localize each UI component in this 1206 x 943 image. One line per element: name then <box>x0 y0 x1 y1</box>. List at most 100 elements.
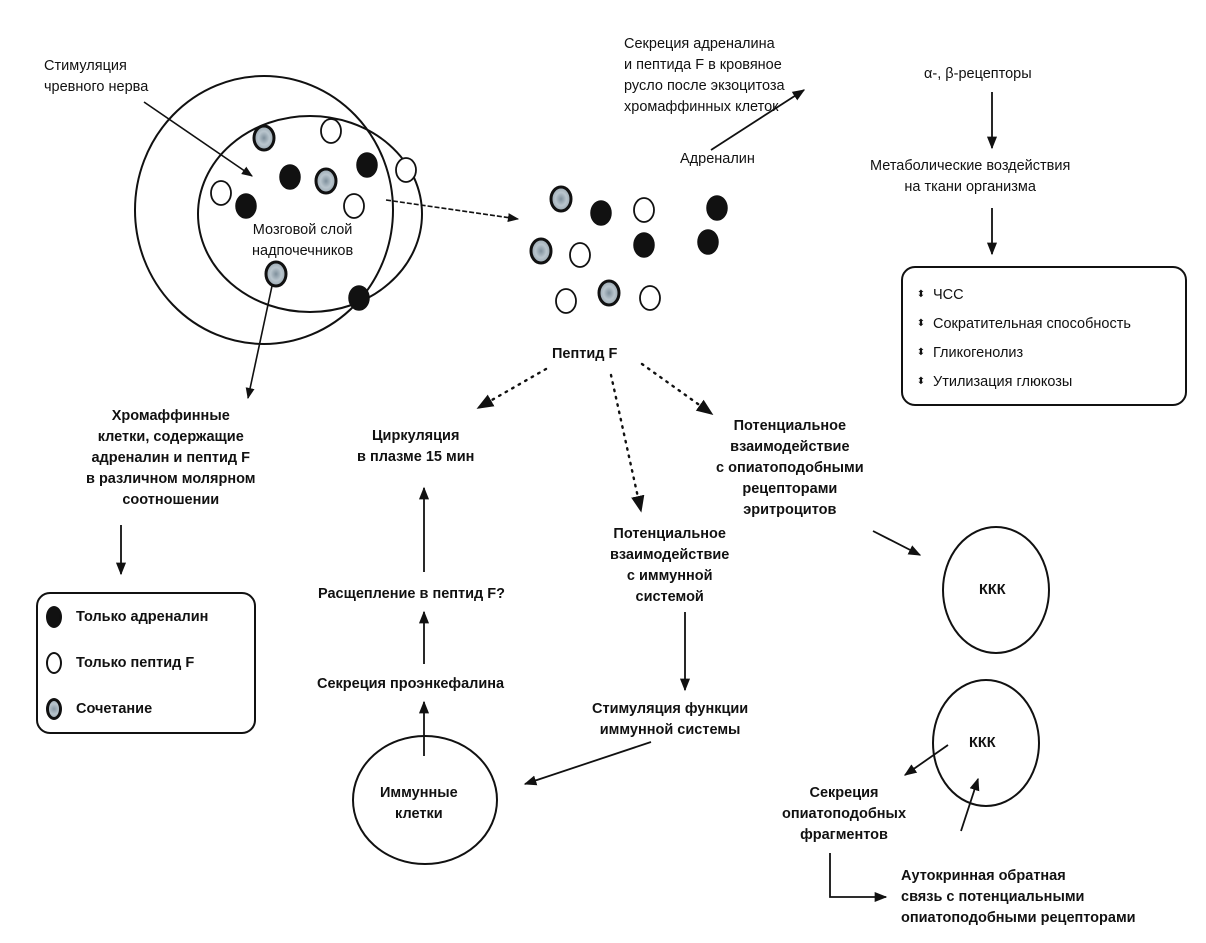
effect-item-contractility: ⬍ Сократительная способность <box>915 309 1185 338</box>
text-line: взаимодействие <box>610 547 730 563</box>
peptide-cell-icon <box>320 118 342 144</box>
arrow-peptide-to-circulation <box>476 367 548 410</box>
arrow-peptide-to-erythrocyte <box>640 362 714 416</box>
adrenaline-cell-icon <box>706 195 728 221</box>
peptide-cell-icon <box>395 157 417 183</box>
arrow-erythrocyte-to-kkk <box>872 530 922 556</box>
effects-list: ⬍ ЧСС ⬍ Сократительная способность ⬍ Гли… <box>903 268 1185 396</box>
text-line: надпочечников <box>252 243 354 259</box>
effect-item-heart-rate: ⬍ ЧСС <box>915 280 1185 309</box>
text-line: на ткани организма <box>904 179 1036 195</box>
peptide-cell-icon <box>210 180 232 206</box>
arrow-kkk-to-opiate-fragments <box>903 744 949 776</box>
text-line: связь с потенциальными <box>901 889 1085 905</box>
adrenaline-cell-icon <box>235 193 257 219</box>
peptide-cell-icon <box>633 197 655 223</box>
label-immune-interaction: Потенциальное взаимодействие с иммунной … <box>610 524 729 608</box>
updown-arrow-icon: ⬍ <box>916 318 926 329</box>
combined-cell-icon <box>549 185 573 213</box>
arrow-feedback-to-kkk <box>960 777 980 832</box>
text-line: в различном молярном <box>86 471 256 487</box>
legend-label: Сочетание <box>76 701 153 717</box>
text-line: и пептида F в кровяное <box>624 57 782 73</box>
peptide-cell-icon <box>555 288 577 314</box>
text-line: с опиатоподобными <box>716 460 864 476</box>
text-line: эритроцитов <box>743 502 837 518</box>
effect-label: Сократительная способность <box>933 315 1131 332</box>
text-line: опиатоподобных <box>782 806 907 822</box>
adrenaline-cell-icon <box>590 200 612 226</box>
text-line: взаимодействие <box>730 439 850 455</box>
adrenal-outer-circle <box>134 75 394 345</box>
text-line: русло после экзоцитоза <box>624 78 785 94</box>
effect-label: ЧСС <box>933 286 964 303</box>
text-line: чревного нерва <box>44 79 149 95</box>
label-immune-cells: Иммунные клетки <box>380 783 458 825</box>
label-cleavage: Расщепление в пептид F? <box>318 586 505 602</box>
adrenaline-cell-icon <box>348 285 370 311</box>
arrow-nerve-to-medulla <box>143 101 253 177</box>
legend-label: Только адреналин <box>76 609 209 625</box>
white-cell-icon <box>46 652 62 674</box>
adrenaline-cell-icon <box>633 232 655 258</box>
combined-cell-icon <box>529 237 553 265</box>
text-line: Секреция адреналина <box>624 36 775 52</box>
effects-box: ⬍ ЧСС ⬍ Сократительная способность ⬍ Гли… <box>901 266 1187 406</box>
label-autocrine-feedback: Аутокринная обратная связь с потенциальн… <box>901 866 1136 929</box>
immune-cells-circle <box>352 735 498 865</box>
legend-label: Только пептид F <box>76 655 195 671</box>
label-metabolic-effects: Метаболические воздействия на ткани орга… <box>870 156 1070 198</box>
label-adrenal-medulla: Мозговой слой надпочечников <box>252 220 353 262</box>
text-line: адреналин и пептид F <box>91 450 251 466</box>
updown-arrow-icon: ⬍ <box>916 289 926 300</box>
text-line: хромаффинных клеток <box>624 99 779 115</box>
legend-list: Только адреналин Только пептид F Сочетан… <box>38 594 254 732</box>
kkk-circle-1 <box>942 526 1050 654</box>
effect-label: Утилизация глюкозы <box>933 373 1073 390</box>
arrow-adrenaline-to-receptors <box>710 89 806 151</box>
peptide-cell-icon <box>639 285 661 311</box>
label-circulation: Циркуляция в плазме 15 мин <box>357 426 474 468</box>
arrow-stimulation-to-immune-cells <box>523 741 652 786</box>
arrow-medulla-to-chromaffin <box>245 285 273 400</box>
text-line: Потенциальное <box>733 418 847 434</box>
label-proenkephalin-secretion: Секреция проэнкефалина <box>317 676 505 692</box>
text-line: Хромаффинные <box>111 408 230 424</box>
text-line: Стимуляция <box>44 58 127 74</box>
label-secretion-note: Секреция адреналина и пептида F в кровян… <box>624 34 785 118</box>
text-line: фрагментов <box>800 827 888 843</box>
adrenaline-cell-icon <box>356 152 378 178</box>
label-erythrocyte-interaction: Потенциальное взаимодействие с опиатопод… <box>716 416 864 521</box>
text-line: иммунной системы <box>599 722 741 738</box>
text-line: опиатоподобными рецепторами <box>901 910 1136 926</box>
text-line: с иммунной <box>626 568 713 584</box>
label-chromaffin-cells: Хромаффинные клетки, содержащие адренали… <box>86 406 256 511</box>
text-line: Мозговой слой <box>252 222 353 238</box>
peptide-cell-icon <box>569 242 591 268</box>
gray-cell-icon <box>46 698 62 720</box>
label-kkk-2: ККК <box>969 735 996 751</box>
combined-cell-icon <box>597 279 621 307</box>
text-line: в плазме 15 мин <box>357 449 475 465</box>
arrow-peptide-to-immune-interaction <box>609 373 645 513</box>
text-line: соотношении <box>122 492 220 508</box>
label-kkk-1: ККК <box>979 582 1006 598</box>
text-line: Секреция <box>809 785 879 801</box>
adrenaline-cell-icon <box>279 164 301 190</box>
label-peptide-f: Пептид F <box>552 346 618 362</box>
text-line: клетки, содержащие <box>97 429 244 445</box>
adrenal-inner-circle <box>197 115 423 313</box>
peptide-cell-icon <box>343 193 365 219</box>
arrow-fragments-to-autocrine <box>829 853 888 903</box>
label-immune-stimulation: Стимуляция функции иммунной системы <box>592 699 748 741</box>
updown-arrow-icon: ⬍ <box>916 347 926 358</box>
text-line: Циркуляция <box>371 428 460 444</box>
effect-item-glucose-utilization: ⬍ Утилизация глюкозы <box>915 367 1185 396</box>
effect-label: Гликогенолиз <box>933 344 1024 361</box>
text-line: Аутокринная обратная <box>901 868 1066 884</box>
kkk-circle-2 <box>932 679 1040 807</box>
text-line: системой <box>635 589 704 605</box>
text-line: Потенциальное <box>613 526 726 542</box>
adrenaline-cell-icon <box>697 229 719 255</box>
